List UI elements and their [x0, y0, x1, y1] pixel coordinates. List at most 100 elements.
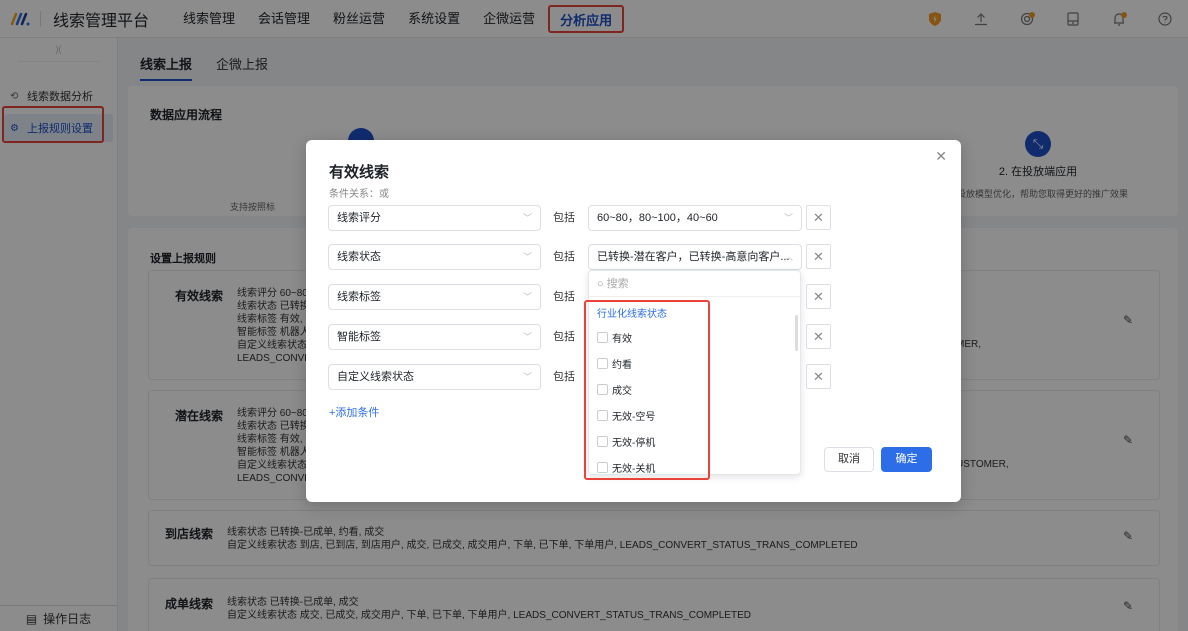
nav-wecom-operations[interactable]: 企微运营 — [483, 10, 536, 26]
checkbox[interactable] — [597, 383, 608, 395]
sidebar-item-report-rules[interactable]: ⚙ 上报规则设置 — [4, 114, 113, 142]
help-icon[interactable] — [1142, 0, 1188, 38]
edit-icon[interactable]: ✎ — [1122, 313, 1133, 327]
value-select[interactable]: 已转换-潜在客户，已转换-高意向客户...︿ — [588, 244, 802, 270]
edit-icon[interactable]: ✎ — [1122, 529, 1133, 543]
rule-conditions: 线索评分 60~80, 8 线索状态 已转换-潜 线索标签 有效, 意向 智能标… — [237, 408, 326, 484]
condition-row: 线索评分﹀ 包括 60~80，80~100，40~60﹀ ✕ — [328, 205, 838, 231]
condition-row: 智能标签﹀ 包括 ✕ — [328, 324, 838, 350]
nav-system-settings[interactable]: 系统设置 — [408, 10, 461, 26]
status-dropdown: ○搜索 行业化线索状态 有效 约看 成交 无效-空号 无效-停机 无效-关机 — [588, 270, 801, 475]
chevron-down-icon: ﹀ — [522, 292, 532, 302]
delete-condition-button[interactable]: ✕ — [806, 364, 831, 389]
notification-dot — [1029, 12, 1035, 18]
edit-icon[interactable]: ✎ — [1122, 599, 1133, 613]
bell-icon[interactable] — [1096, 0, 1142, 38]
notification-dot — [1121, 12, 1127, 18]
condition-row: 线索状态﹀ 包括 已转换-潜在客户，已转换-高意向客户...︿ ✕ — [328, 244, 838, 270]
rule-conditions: 线索状态 已转换-已成单, 约看, 成交 自定义线索状态 到店, 已到店, 到店… — [227, 527, 858, 551]
field-select[interactable]: 智能标签﹀ — [328, 324, 541, 350]
rule-conditions: 线索评分 60~80, 8 线索状态 已转换-潜 线索标签 有效, 意向 智能标… — [237, 288, 326, 364]
rules-title: 设置上报规则 — [150, 253, 216, 265]
nav-leads-management[interactable]: 线索管理 — [183, 10, 236, 26]
operator-label: 包括 — [553, 212, 575, 224]
main-nav: 线索管理 会话管理 粉丝运营 系统设置 企微运营 分析应用 — [173, 0, 627, 38]
cancel-button[interactable]: 取消 — [824, 447, 874, 472]
settings-badge-icon[interactable] — [1004, 0, 1050, 38]
highlight-box — [584, 300, 710, 480]
dropdown-search-input[interactable]: ○搜索 — [589, 271, 800, 297]
edit-icon[interactable]: ✎ — [1122, 433, 1133, 447]
condition-row: 自定义线索状态﹀ 包括 ✕ — [328, 364, 838, 390]
field-select[interactable]: 线索评分﹀ — [328, 205, 541, 231]
chevron-down-icon: ﹀ — [522, 252, 532, 262]
dropdown-option[interactable]: 约看 — [589, 350, 800, 376]
collapse-toggle[interactable]: )( — [18, 38, 99, 62]
rule-conditions-tail: USTOMER, — [956, 459, 1009, 470]
checkbox[interactable] — [597, 409, 608, 421]
operation-log-label: 操作日志 — [43, 612, 92, 626]
chevron-down-icon: ﹀ — [522, 372, 532, 382]
nav-analysis-apps[interactable]: 分析应用 — [548, 4, 625, 33]
checkbox[interactable] — [597, 357, 608, 369]
analysis-icon: ⟲ — [10, 90, 19, 102]
apply-icon: ⤡ — [1025, 131, 1051, 157]
highlight-box — [2, 106, 104, 143]
tab-wecom-report[interactable]: 企微上报 — [216, 57, 269, 72]
tab-leads-report[interactable]: 线索上报 — [140, 54, 193, 81]
checkbox[interactable] — [597, 331, 608, 343]
dropdown-option[interactable]: 有效 — [589, 324, 800, 350]
flow-step-1-desc: 支持按照标 — [230, 202, 276, 212]
rule-conditions: 线索状态 已转换-已成单, 成交 自定义线索状态 成交, 已成交, 成交用户, … — [227, 597, 751, 621]
logo[interactable] — [0, 0, 40, 38]
dropdown-option[interactable]: 成交 — [589, 376, 800, 402]
sidebar-item-leads-analysis[interactable]: ⟲ 线索数据分析 — [4, 82, 113, 110]
delete-condition-button[interactable]: ✕ — [806, 244, 831, 269]
rule-item-deal: 成单线索 线索状态 已转换-已成单, 成交 自定义线索状态 成交, 已成交, 成… — [148, 578, 1160, 631]
flow-title: 数据应用流程 — [150, 108, 223, 122]
confirm-button[interactable]: 确定 — [881, 447, 932, 472]
rule-name: 成单线索 — [165, 597, 214, 611]
chevron-up-icon: ︿ — [783, 252, 793, 262]
shield-icon[interactable] — [912, 0, 958, 38]
rule-item-store-visit: 到店线索 线索状态 已转换-已成单, 约看, 成交 自定义线索状态 到店, 已到… — [148, 510, 1160, 566]
logo-icon — [10, 12, 30, 25]
field-select[interactable]: 自定义线索状态﹀ — [328, 364, 541, 390]
chevron-down-icon: ﹀ — [522, 213, 532, 223]
operator-label: 包括 — [553, 371, 575, 383]
delete-condition-button[interactable]: ✕ — [806, 324, 831, 349]
field-select[interactable]: 线索状态﹀ — [328, 244, 541, 270]
checkbox[interactable] — [597, 461, 608, 473]
rule-name: 潜在线索 — [175, 409, 224, 423]
nav-conversation-management[interactable]: 会话管理 — [258, 10, 311, 26]
flow-step-2-name: 2. 在投放端应用 — [998, 166, 1078, 178]
dropdown-scrollbar[interactable] — [795, 315, 798, 351]
chevron-down-icon: ﹀ — [522, 332, 532, 342]
field-select[interactable]: 线索标签﹀ — [328, 284, 541, 310]
delete-condition-button[interactable]: ✕ — [806, 284, 831, 309]
modal-title: 有效线索 — [329, 164, 390, 181]
log-icon: ▤ — [25, 611, 38, 626]
nav-fan-operations[interactable]: 粉丝运营 — [333, 10, 386, 26]
dropdown-option[interactable]: 无效-停机 — [589, 428, 800, 454]
checkbox[interactable] — [597, 435, 608, 447]
operation-log-link[interactable]: ▤ 操作日志 — [0, 605, 117, 631]
sidebar-item-label: 上报规则设置 — [27, 123, 93, 135]
flow-step-2: ⤡ 2. 在投放端应用 于投放模型优化，帮助您取得更好的推广效果 — [908, 131, 1168, 200]
delete-condition-button[interactable]: ✕ — [806, 205, 831, 230]
device-icon[interactable] — [1050, 0, 1096, 38]
add-condition-link[interactable]: +添加条件 — [329, 407, 380, 419]
divider — [40, 10, 41, 27]
condition-relation: 条件关系：或 — [329, 189, 389, 200]
rule-name: 有效线索 — [175, 289, 224, 303]
option-group-label: 行业化线索状态 — [597, 309, 667, 320]
value-select[interactable]: 60~80，80~100，40~60﹀ — [588, 205, 802, 231]
dropdown-option[interactable]: 无效-空号 — [589, 402, 800, 428]
dropdown-option[interactable]: 无效-关机 — [589, 454, 800, 474]
operator-label: 包括 — [553, 291, 575, 303]
flow-step-2-desc: 于投放模型优化，帮助您取得更好的推广效果 — [947, 189, 1128, 199]
rule-conditions-tail: MER, — [956, 339, 981, 350]
upload-icon[interactable] — [958, 0, 1004, 38]
close-icon[interactable]: ✕ — [935, 148, 947, 164]
sidebar-item-label: 线索数据分析 — [27, 91, 93, 103]
